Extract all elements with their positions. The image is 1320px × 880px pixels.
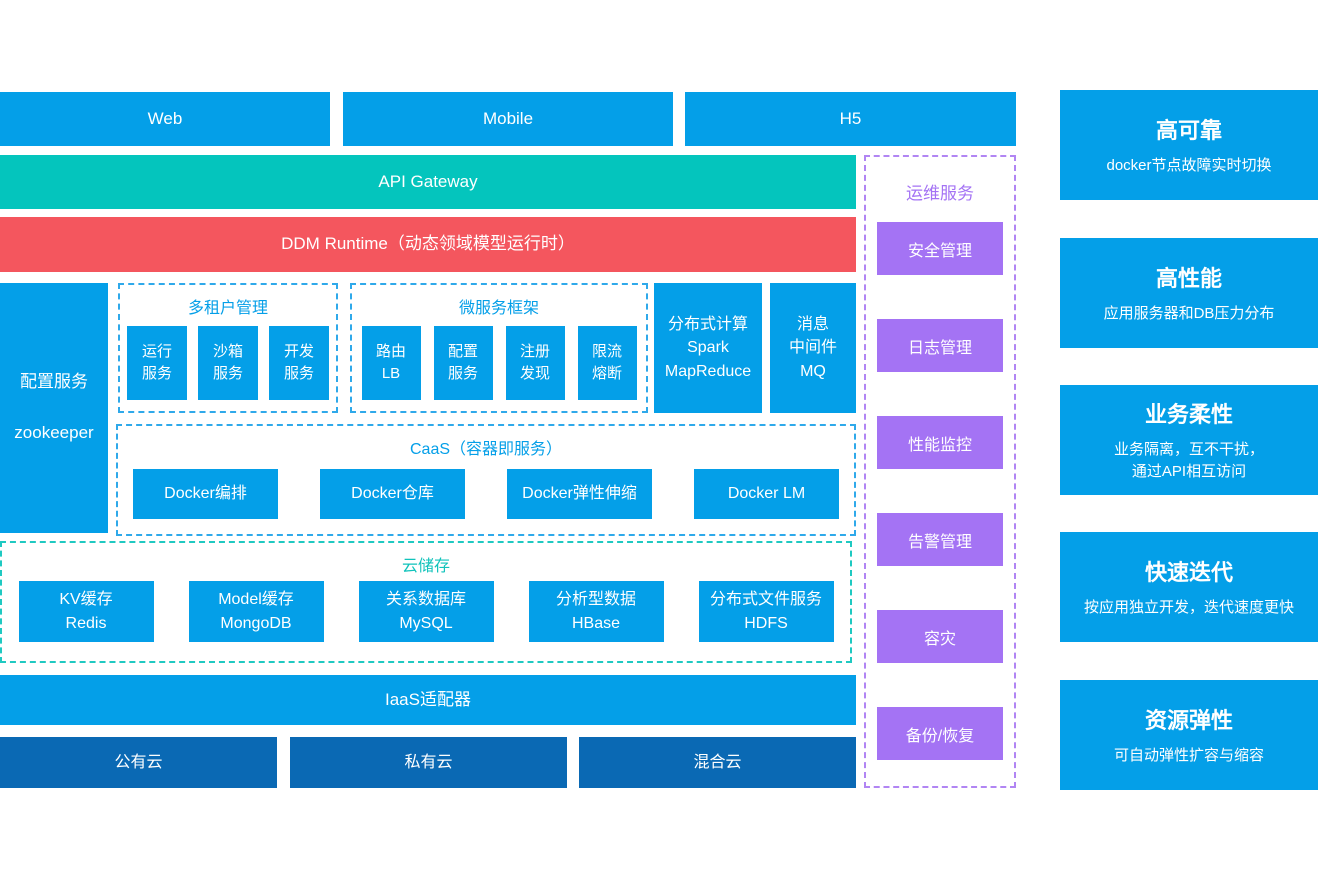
feature-card-business-flexibility: 业务柔性 业务隔离，互不干扰， 通过API相互访问 xyxy=(1060,385,1318,495)
hybrid-cloud-box: 混合云 xyxy=(579,737,856,788)
storage-item-hdfs: 分布式文件服务 HDFS xyxy=(698,581,834,642)
microservice-framework-group: 微服务框架 路由 LB 配置 服务 注册 发现 限流 熔断 xyxy=(350,283,648,413)
multi-tenant-group: 多租户管理 运行 服务 沙箱 服务 开发 服务 xyxy=(118,283,338,413)
feature-card-high-performance: 高性能 应用服务器和DB压力分布 xyxy=(1060,238,1318,348)
api-gateway-bar: API Gateway xyxy=(0,155,856,209)
zookeeper-label: zookeeper xyxy=(14,423,94,442)
ops-item-backup-restore: 备份/恢复 xyxy=(877,707,1003,760)
tenant-item-dev: 开发 服务 xyxy=(269,326,329,400)
public-cloud-box: 公有云 xyxy=(0,737,277,788)
feature-card-resource-elasticity: 资源弹性 可自动弹性扩容与缩容 xyxy=(1060,680,1318,790)
feature-desc: docker节点故障实时切换 xyxy=(1106,156,1272,174)
micro-item-throttling: 限流 熔断 xyxy=(577,326,637,400)
config-service-box: 配置服务 zookeeper xyxy=(0,283,108,533)
storage-item-redis: KV缓存 Redis xyxy=(18,581,154,642)
feature-title: 资源弹性 xyxy=(1144,707,1233,733)
message-middleware-box: 消息 中间件 MQ xyxy=(770,283,856,413)
feature-desc: 按应用独立开发，迭代速度更快 xyxy=(1083,598,1294,616)
storage-item-mongodb: Model缓存 MongoDB xyxy=(188,581,324,642)
microservice-framework-title: 微服务框架 xyxy=(458,300,539,317)
caas-title: CaaS（容器即服务） xyxy=(409,441,563,458)
ops-item-alerting: 告警管理 xyxy=(877,513,1003,566)
micro-item-routing-lb: 路由 LB xyxy=(361,326,421,400)
storage-item-hbase: 分析型数据 HBase xyxy=(528,581,664,642)
ops-item-logging: 日志管理 xyxy=(877,319,1003,372)
ops-item-performance-monitoring: 性能监控 xyxy=(877,416,1003,469)
iaas-adapter-bar: IaaS适配器 xyxy=(0,675,856,725)
feature-desc: 可自动弹性扩容与缩容 xyxy=(1113,746,1264,764)
config-service-label: 配置服务 xyxy=(20,372,88,392)
client-h5-box: H5 xyxy=(685,92,1016,146)
ops-services-title: 运维服务 xyxy=(906,184,974,203)
caas-item-docker-lm: Docker LM xyxy=(694,469,839,519)
ops-item-disaster-recovery: 容灾 xyxy=(877,610,1003,663)
caas-group: CaaS（容器即服务） Docker编排 Docker仓库 Docker弹性伸缩… xyxy=(116,424,856,536)
cloud-storage-group: 云储存 KV缓存 Redis Model缓存 MongoDB 关系数据库 MyS… xyxy=(0,541,852,663)
distributed-compute-box: 分布式计算 Spark MapReduce xyxy=(654,283,762,413)
feature-card-high-availability: 高可靠 docker节点故障实时切换 xyxy=(1060,90,1318,200)
storage-item-mysql: 关系数据库 MySQL xyxy=(358,581,494,642)
multi-tenant-title: 多租户管理 xyxy=(187,300,268,317)
client-web-box: Web xyxy=(0,92,330,146)
feature-title: 快速迭代 xyxy=(1144,559,1233,585)
caas-item-docker-orchestration: Docker编排 xyxy=(133,469,278,519)
caas-item-docker-autoscaling: Docker弹性伸缩 xyxy=(507,469,652,519)
tenant-item-sandbox: 沙箱 服务 xyxy=(198,326,258,400)
ops-item-security: 安全管理 xyxy=(877,222,1003,275)
feature-desc: 应用服务器和DB压力分布 xyxy=(1103,304,1275,322)
feature-title: 高性能 xyxy=(1155,265,1222,291)
micro-item-registry: 注册 发现 xyxy=(505,326,565,400)
feature-title: 业务柔性 xyxy=(1144,401,1233,427)
feature-card-rapid-iteration: 快速迭代 按应用独立开发，迭代速度更快 xyxy=(1060,532,1318,642)
private-cloud-box: 私有云 xyxy=(290,737,567,788)
cloud-storage-title: 云储存 xyxy=(401,558,450,575)
client-mobile-box: Mobile xyxy=(343,92,673,146)
ops-services-group: 运维服务 安全管理 日志管理 性能监控 告警管理 容灾 备份/恢复 xyxy=(864,155,1016,788)
ddm-runtime-bar: DDM Runtime（动态领域模型运行时） xyxy=(0,217,856,272)
tenant-item-run: 运行 服务 xyxy=(127,326,187,400)
feature-title: 高可靠 xyxy=(1155,117,1222,143)
caas-item-docker-registry: Docker仓库 xyxy=(320,469,465,519)
feature-desc: 业务隔离，互不干扰， 通过API相互访问 xyxy=(1113,440,1264,481)
micro-item-config: 配置 服务 xyxy=(433,326,493,400)
